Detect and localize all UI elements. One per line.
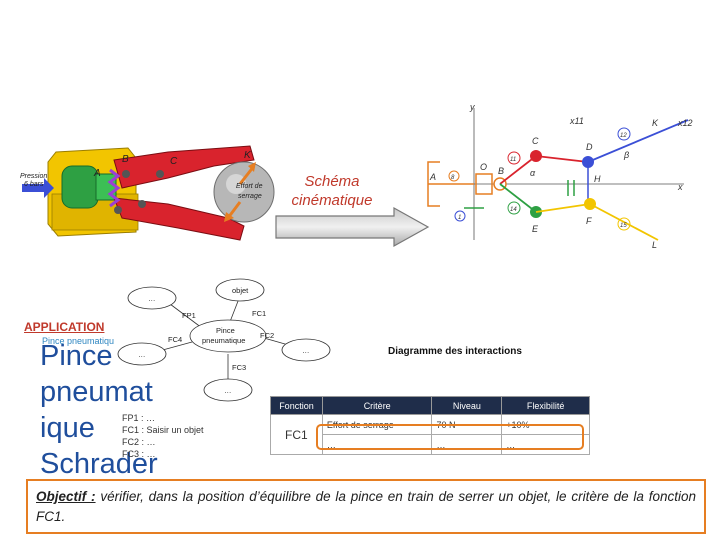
part-14-label: 14 <box>510 207 517 213</box>
label-fc1: FC1 <box>252 309 266 318</box>
serrage-label: serrage <box>238 193 262 200</box>
point-l: L <box>652 240 657 250</box>
title-line-4: Schrader <box>40 448 158 480</box>
interaction-node-objet: objet <box>232 286 249 295</box>
diagram-title: Diagramme des interactions <box>388 346 522 357</box>
objectif-lead: Objectif : <box>36 489 96 504</box>
point-o: O <box>480 162 487 172</box>
pression-label: Pression <box>20 173 47 180</box>
function-list-item: FC3 : … <box>122 449 156 459</box>
schema-label-line1: Schéma <box>304 173 360 190</box>
pince-point-k: K <box>244 150 252 161</box>
objectif-text: vérifier, dans la position d’équilibre d… <box>36 489 696 524</box>
point-e: E <box>532 224 539 234</box>
header-fonction: Fonction <box>270 396 323 415</box>
part-11-label: 11 <box>510 157 516 163</box>
application-subtitle: Pince pneumatique Schrader <box>42 336 114 346</box>
schema-arrow <box>275 206 430 248</box>
interaction-node-pince-2: pneumatique <box>202 336 245 345</box>
header-niveau: Niveau <box>431 396 503 415</box>
title-line-2: pneumat <box>40 376 153 408</box>
axis-x-label: x <box>677 182 683 192</box>
pince-illustration: Pression 6 bars A B C K Effort de serrag… <box>20 145 275 241</box>
page-title: Pince pneumat ique Schrader <box>40 338 170 482</box>
schema-label-line2: cinématique <box>291 192 373 209</box>
function-list-item: FC1 : Saisir un objet <box>122 425 204 435</box>
interaction-node-dots-3: … <box>302 346 310 355</box>
point-f: F <box>586 216 592 226</box>
interaction-node-pince-1: Pince <box>216 326 235 335</box>
kinematic-schema: y x A 8 O 1 B C 11 α E 14 D K <box>427 102 693 250</box>
function-list: FP1 : … FC1 : Saisir un objet FC2 : … FC… <box>122 412 204 460</box>
pince-point-a: A <box>93 168 101 179</box>
label-fc3: FC3 <box>232 363 246 372</box>
axis-x11-label: x11 <box>569 116 584 126</box>
axis-y-label: y <box>469 102 475 112</box>
table-header-row: Fonction Critère Niveau Flexibilité <box>270 396 590 415</box>
angle-beta: β <box>623 150 629 160</box>
pression-value: 6 bars <box>24 181 44 188</box>
point-d: D <box>586 142 593 152</box>
point-h: H <box>594 174 601 184</box>
angle-alpha: α <box>530 168 536 178</box>
interaction-node-dots-4: … <box>224 386 232 395</box>
part-8-label: 8 <box>451 175 455 181</box>
interaction-diagram: … objet Pince pneumatique … … … FP1 FC1 … <box>117 278 331 402</box>
schema-cinematique-label: Schéma cinématique <box>272 172 392 210</box>
fc1-row-highlight <box>316 424 584 450</box>
header-flexibilite: Flexibilité <box>501 396 590 415</box>
part-1-label: 1 <box>458 215 461 221</box>
header-critere: Critère <box>321 396 433 415</box>
pince-point-b: B <box>122 154 129 165</box>
effort-label: Effort de <box>236 183 263 190</box>
point-c: C <box>532 136 539 146</box>
point-k: K <box>652 118 659 128</box>
label-fp1: FP1 <box>182 311 196 320</box>
pince-point-c: C <box>170 156 178 167</box>
label-fc2: FC2 <box>260 331 274 340</box>
cell-fonction: FC1 <box>270 414 323 455</box>
objectif-box: Objectif : vérifier, dans la position d’… <box>26 479 706 534</box>
interaction-node-dots-2: … <box>138 350 146 359</box>
part-12-label: 12 <box>620 133 627 139</box>
point-a: A <box>429 172 436 182</box>
axis-x12-label: x12 <box>677 118 693 128</box>
title-line-3: ique <box>40 412 95 444</box>
part-15-label: 15 <box>620 223 627 229</box>
label-fc4: FC4 <box>168 335 182 344</box>
application-label: APPLICATION <box>24 320 105 334</box>
title-line-1: Pince <box>40 340 113 372</box>
interaction-node-dots-1: … <box>148 294 156 303</box>
point-b: B <box>498 166 504 176</box>
function-list-item: FP1 : … <box>122 413 156 423</box>
function-list-item: FC2 : … <box>122 437 156 447</box>
